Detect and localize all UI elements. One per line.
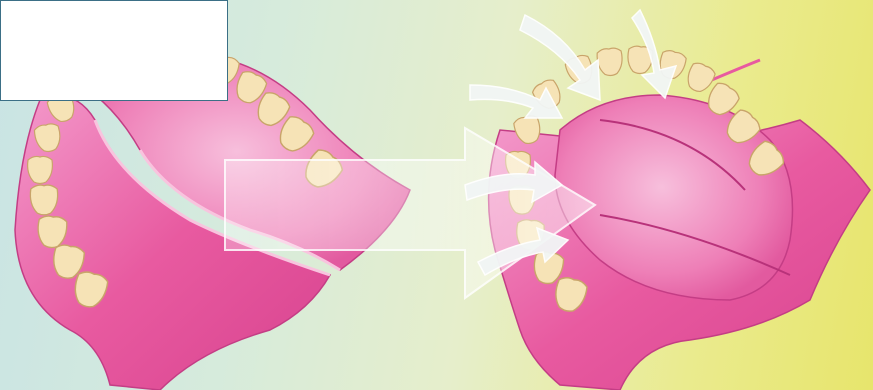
label-box (0, 0, 228, 101)
